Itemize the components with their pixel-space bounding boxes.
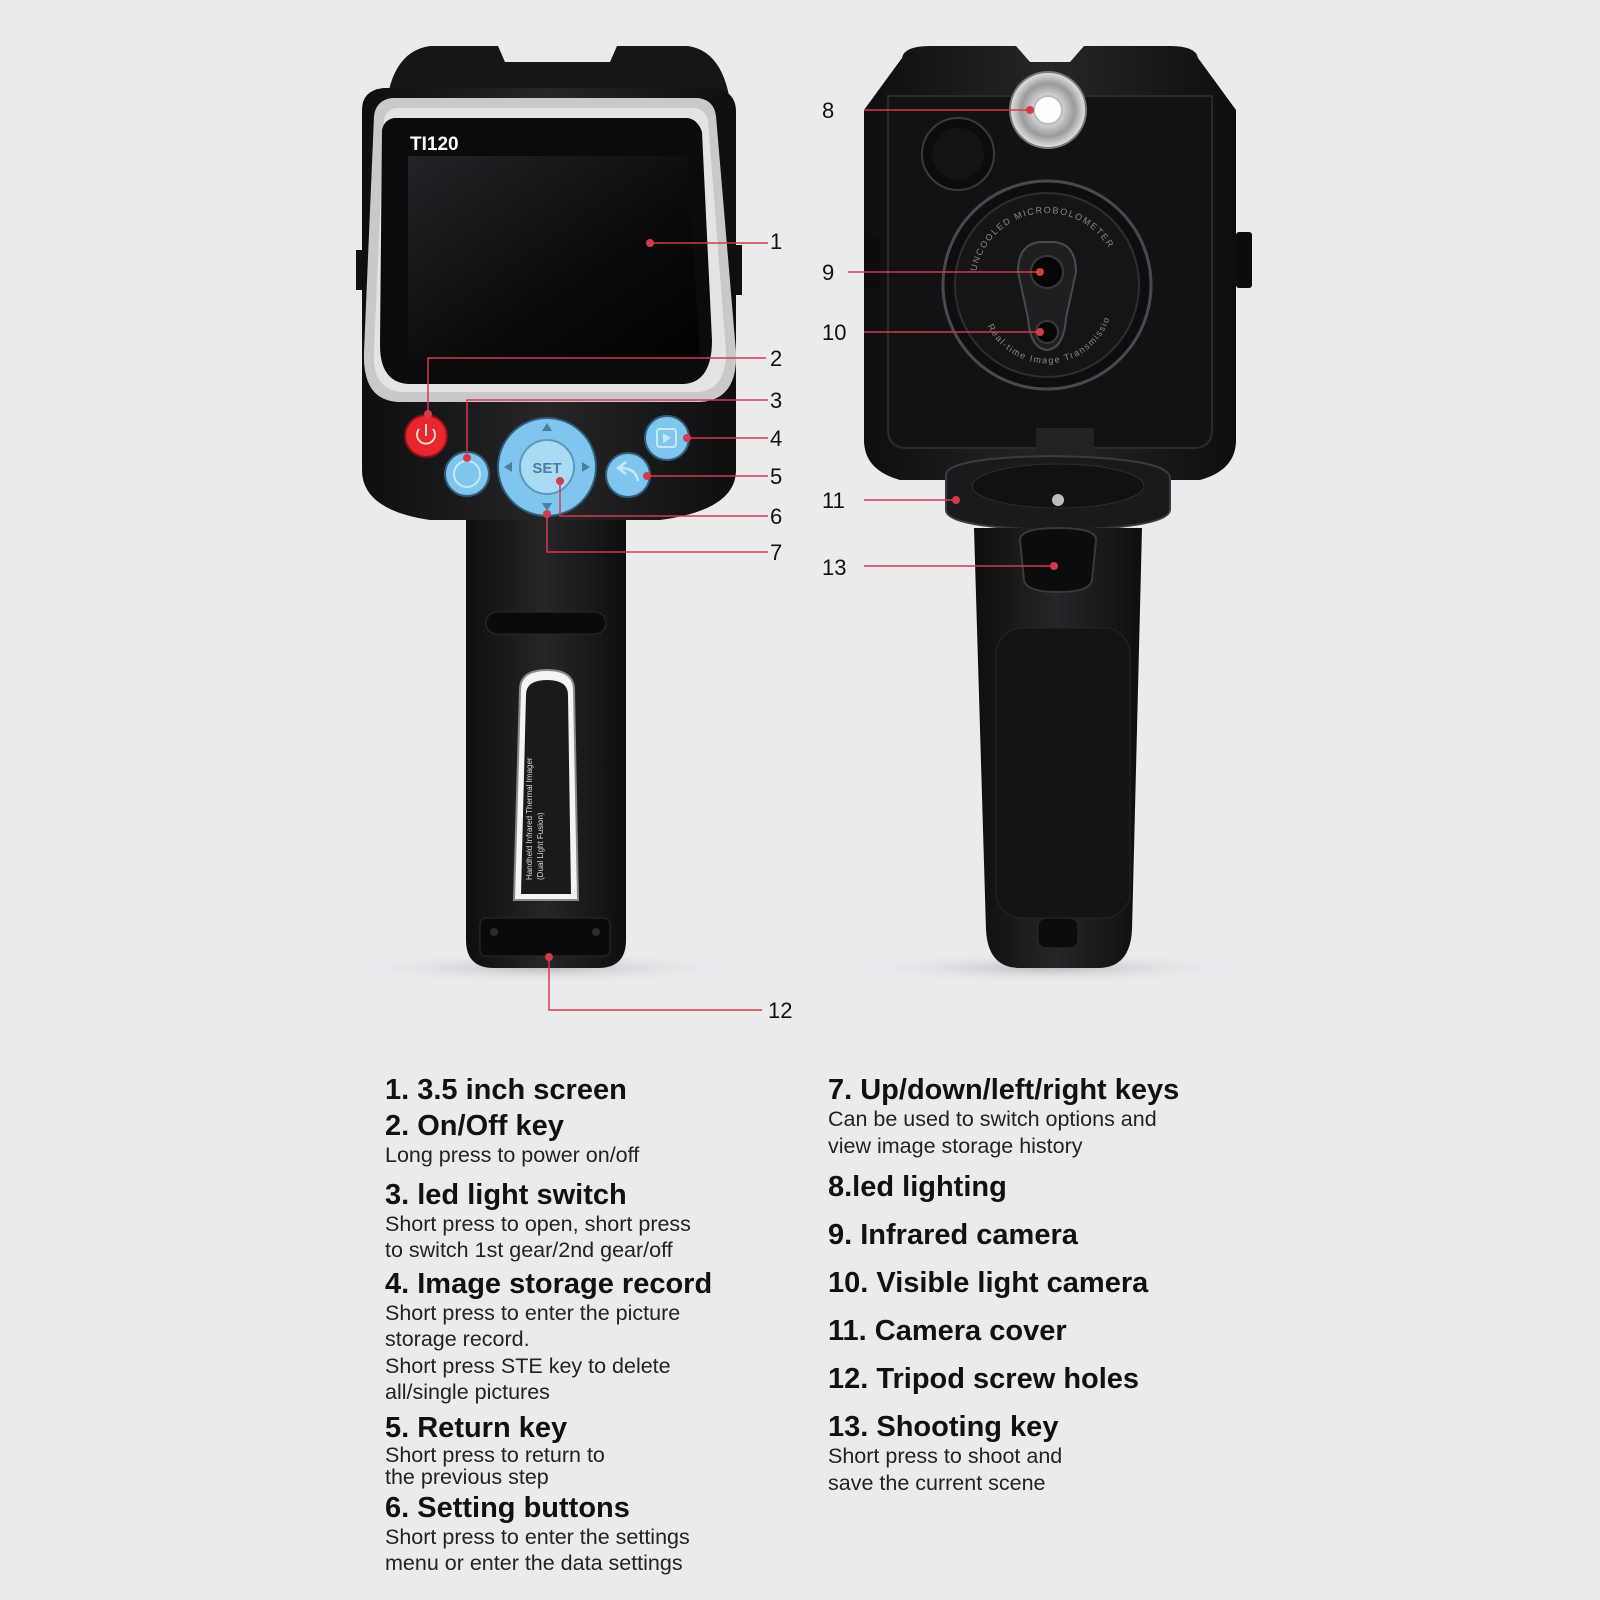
legend-item-10: 10. Visible light camera [828, 1267, 1268, 1299]
sticker-text: Handheld Infrared Thermal Imager(Dual Li… [525, 757, 545, 880]
legend-item-2: 2. On/Off key Long press to power on/off [385, 1110, 785, 1169]
legend-item-12: 12. Tripod screw holes [828, 1363, 1268, 1395]
callout-1: 1 [770, 229, 782, 254]
callout-7: 7 [770, 540, 782, 565]
legend-title: 4. Image storage record [385, 1267, 713, 1300]
callout-12: 12 [768, 998, 792, 1023]
callout-9: 9 [822, 260, 834, 285]
device-label-sticker: Handheld Infrared Thermal Imager(Dual Li… [512, 668, 580, 901]
shooting-key[interactable] [1018, 526, 1098, 594]
legend-title: 11. Camera cover [828, 1315, 1067, 1347]
legend-title: 3. led light switch [385, 1178, 627, 1211]
legend-desc: Short press to enter the settings menu o… [385, 1524, 690, 1576]
legend-desc: Short press to open, short press to swit… [385, 1211, 691, 1263]
play-icon [656, 428, 677, 448]
callout-10: 10 [822, 320, 846, 345]
callouts [427, 109, 1054, 1011]
legend-title: 6. Setting buttons [385, 1491, 630, 1524]
legend-title: 8.led lighting [828, 1171, 1007, 1203]
callout-numbers: 1 2 3 4 5 6 7 8 9 10 11 12 13 [768, 98, 846, 1023]
legend-item-11: 11. Camera cover [828, 1315, 1268, 1347]
legend-desc: Long press to power on/off [385, 1143, 640, 1167]
legend-desc: Short press to shoot and save the curren… [828, 1444, 1063, 1495]
legend-item-7: 7. Up/down/left/right keys Can be used t… [828, 1074, 1268, 1159]
legend-desc: Short press to return to the previous st… [385, 1442, 605, 1489]
callout-13: 13 [822, 555, 846, 580]
legend-title: 2. On/Off key [385, 1110, 564, 1142]
legend-item-9: 9. Infrared camera [828, 1219, 1268, 1251]
legend-item-1: 1. 3.5 inch screen [385, 1074, 785, 1106]
callout-2: 2 [770, 346, 782, 371]
callout-dots [424, 106, 1058, 961]
legend-right: 7. Up/down/left/right keys Can be used t… [828, 1074, 1268, 1496]
power-icon [416, 428, 436, 445]
legend-title: 5. Return key [385, 1411, 568, 1444]
legend-title: 1. 3.5 inch screen [385, 1074, 627, 1106]
legend-item-13: 13. Shooting key Short press to shoot an… [828, 1411, 1268, 1496]
callout-6: 6 [770, 504, 782, 529]
legend-title: 9. Infrared camera [828, 1219, 1078, 1251]
legend-item-4: 4. Image storage record Short press to e… [385, 1268, 785, 1406]
callout-8: 8 [822, 98, 834, 123]
set-label: SET [532, 460, 561, 477]
product-diagram: TI120 SET Handheld Infrared Thermal Imag… [0, 0, 1252, 1023]
callout-11: 11 [822, 488, 845, 513]
legend-title: 12. Tripod screw holes [828, 1363, 1140, 1395]
callout-3: 3 [770, 388, 782, 413]
legend-desc: Short press to enter the picture storage… [385, 1300, 681, 1405]
legend-title: 13. Shooting key [828, 1411, 1059, 1443]
legend-title: 7. Up/down/left/right keys [828, 1074, 1180, 1106]
callout-5: 5 [770, 464, 782, 489]
callout-4: 4 [770, 426, 782, 451]
legend-title: 10. Visible light camera [828, 1267, 1149, 1299]
return-arrow-icon [615, 461, 640, 482]
legend-item-8: 8.led lighting [828, 1171, 1268, 1203]
legend-left: 1. 3.5 inch screen 2. On/Off key Long pr… [385, 1074, 785, 1577]
legend-item-3: 3. led light switch Short press to open,… [385, 1179, 785, 1264]
legend-item-6: 6. Setting buttons Short press to enter … [385, 1492, 785, 1577]
legend-item-5: 5. Return key Short press to return to t… [385, 1412, 785, 1488]
legend-desc: Can be used to switch options and view i… [828, 1107, 1157, 1158]
model-label: TI120 [410, 134, 459, 155]
device-front: TI120 SET Handheld Infrared Thermal Imag… [356, 46, 742, 968]
